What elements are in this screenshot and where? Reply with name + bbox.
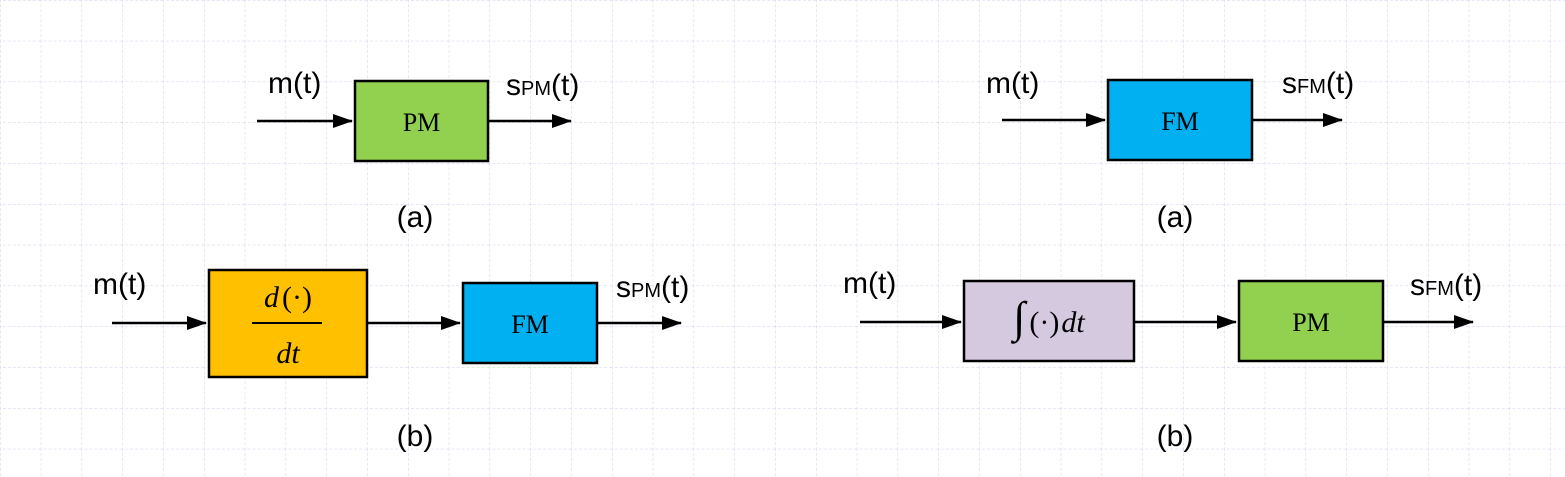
input-label: m(t) xyxy=(986,67,1039,100)
output-label: sFM(t) xyxy=(1282,67,1354,100)
right-diagram-a: m(t) FM sFM(t) (a) xyxy=(986,67,1354,234)
input-label: m(t) xyxy=(843,267,896,300)
pm-block xyxy=(1237,279,1385,363)
fm-block-label: FM xyxy=(511,310,549,339)
caption: (a) xyxy=(397,201,434,234)
fm-block xyxy=(461,281,599,365)
derivative-numerator: d(·) xyxy=(264,281,312,314)
caption: (b) xyxy=(397,420,434,453)
left-diagram-b: m(t) d(·) dt FM sPM(t) (b) xyxy=(93,268,689,453)
fm-block xyxy=(1106,78,1254,162)
pm-block xyxy=(353,79,490,163)
fm-block-label: FM xyxy=(1161,107,1199,136)
output-label: sFM(t) xyxy=(1410,269,1482,302)
integral-expression: ∫(·)dt xyxy=(1010,293,1085,344)
output-label: sPM(t) xyxy=(506,69,579,102)
right-diagram-b: m(t) ∫(·)dt PM sFM(t) (b) xyxy=(843,267,1482,453)
pm-block-label: PM xyxy=(1292,308,1330,337)
derivative-denominator: dt xyxy=(276,337,300,370)
caption: (a) xyxy=(1157,201,1194,234)
left-diagram-a: m(t) PM sPM(t) (a) xyxy=(257,67,579,234)
input-label: m(t) xyxy=(268,67,321,100)
pm-block-label: PM xyxy=(403,108,441,137)
output-label: sPM(t) xyxy=(616,271,689,304)
integrator-block xyxy=(962,279,1136,363)
input-label: m(t) xyxy=(93,268,146,301)
caption: (b) xyxy=(1157,420,1194,453)
